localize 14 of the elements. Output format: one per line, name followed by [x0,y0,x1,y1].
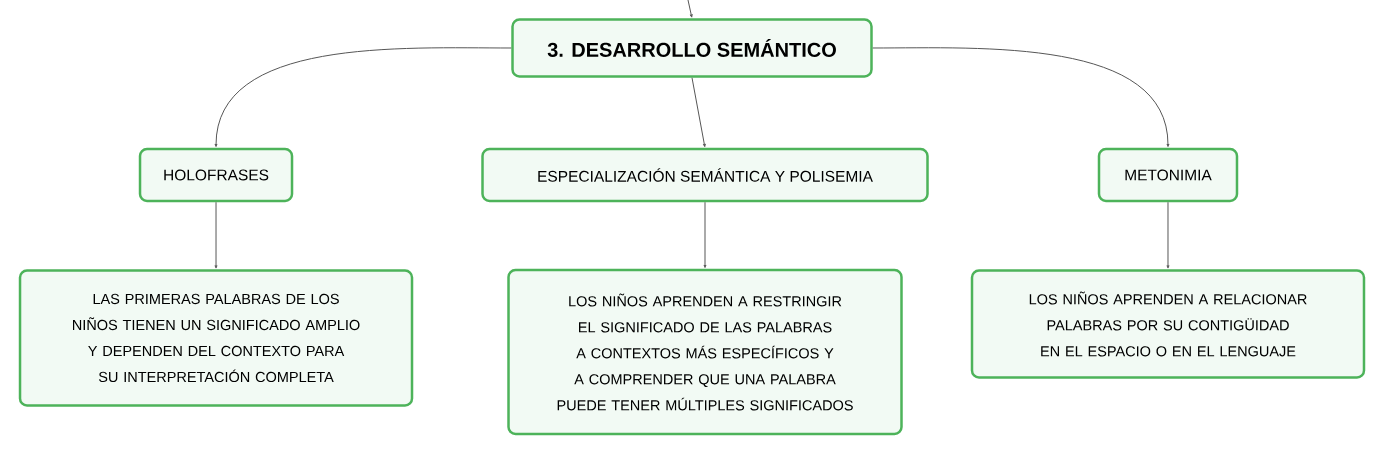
arrow [214,47,512,148]
arrow [703,201,707,269]
description-box: LOS NIÑOS APRENDEN A RELACIONAR PALABRAS POR SU CONTIGÜIDAD EN EL ESPACIO O EN EL LENGUAJE [970,269,1366,379]
description-box: LOS NIÑOS APRENDEN A RESTRINGIR EL SIGNIFICADO DE LAS PALABRAS A CONTEXTOS MÁS ESPECÍFICOS Y A COMPRENDER QUE UNA PALABRA PUEDE TENER MÚLTIPLES SIGNIFICADOS [507,268,903,436]
arrow [687,0,693,18]
title-box: 3. DESARROLLO SEMÁNTICO [511,18,873,78]
arrow [691,77,706,148]
topic-box: METONIMIA [1097,147,1239,203]
topic-box: ESPECIALIZACIÓN SEMÁNTICA Y POLISEMIA [481,147,929,203]
arrow [214,201,218,269]
arrow [872,47,1170,148]
arrow [1166,201,1170,269]
topic-box: HOLOFRASES [138,147,294,203]
description-box: LAS PRIMERAS PALABRAS DE LOS NIÑOS TIENEN UN SIGNIFICADO AMPLIO Y DEPENDEN DEL CONTEXTO PARA SU INTERPRETACIÓN COMPLETA [18,269,414,407]
